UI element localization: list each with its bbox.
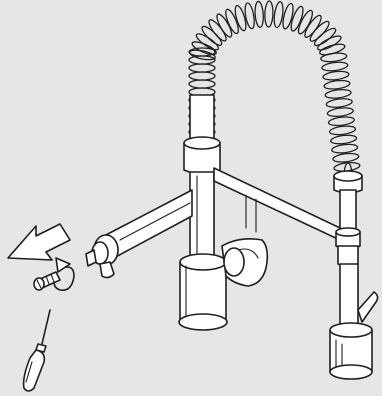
pull-down-sprayer (330, 171, 378, 379)
faucet-base (179, 254, 227, 330)
spring-coil (329, 125, 356, 136)
removal-arrow (8, 224, 70, 260)
spring-coil (320, 52, 347, 63)
support-arm (214, 168, 340, 240)
spring-coil (189, 64, 215, 72)
spout-arm (86, 190, 192, 278)
spring-coil (319, 42, 346, 57)
spring-coil (321, 61, 348, 72)
spring-coil (331, 143, 358, 154)
side-handle (222, 239, 267, 286)
spring-coil (189, 72, 215, 80)
spring-coil (189, 80, 215, 88)
spring-coil (264, 1, 273, 27)
spring-coil (254, 1, 264, 27)
spring-coil (326, 97, 353, 108)
spring-coil (328, 116, 355, 127)
screwdriver (24, 310, 50, 391)
spring-coil (332, 152, 359, 163)
spring-coil (325, 88, 352, 99)
spring-coil (327, 107, 354, 118)
spring-coil (324, 79, 351, 90)
spring-coil (330, 134, 357, 145)
spring-coil (323, 70, 350, 81)
